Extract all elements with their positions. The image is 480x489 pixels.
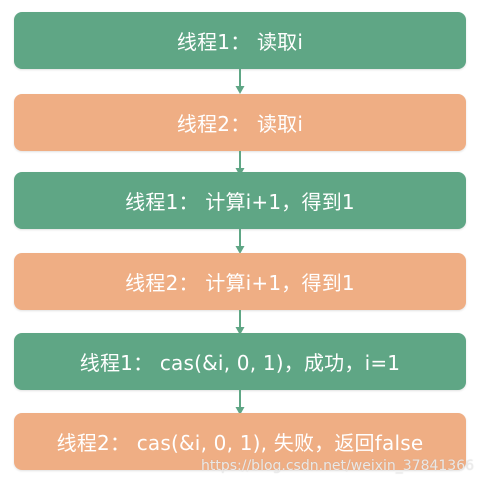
arrow-down-icon xyxy=(234,229,246,255)
step-thread1-cas: 线程1： cas(&i, 0, 1)，成功，i=1 xyxy=(14,333,466,390)
arrow-down-icon xyxy=(234,390,246,416)
step-label: 线程2： 读取i xyxy=(176,112,304,136)
step-thread2-cas: 线程2： cas(&i, 0, 1), 失败，返回false xyxy=(14,413,466,470)
step-thread1-compute: 线程1： 计算i+1，得到1 xyxy=(14,172,466,229)
step-thread1-read: 线程1： 读取i xyxy=(14,12,466,69)
arrow-down-icon xyxy=(234,310,246,336)
step-label: 线程2： cas(&i, 0, 1), 失败，返回false xyxy=(56,431,424,455)
arrow-down-icon xyxy=(234,69,246,95)
step-label: 线程2： 计算i+1，得到1 xyxy=(125,271,355,295)
step-thread2-compute: 线程2： 计算i+1，得到1 xyxy=(14,253,466,310)
watermark-text: https://blog.csdn.net/weixin_37841366 xyxy=(201,458,475,474)
step-label: 线程1： 计算i+1，得到1 xyxy=(125,190,355,214)
step-label: 线程1： 读取i xyxy=(176,30,304,54)
step-label: 线程1： cas(&i, 0, 1)，成功，i=1 xyxy=(79,351,401,375)
step-thread2-read: 线程2： 读取i xyxy=(14,94,466,151)
